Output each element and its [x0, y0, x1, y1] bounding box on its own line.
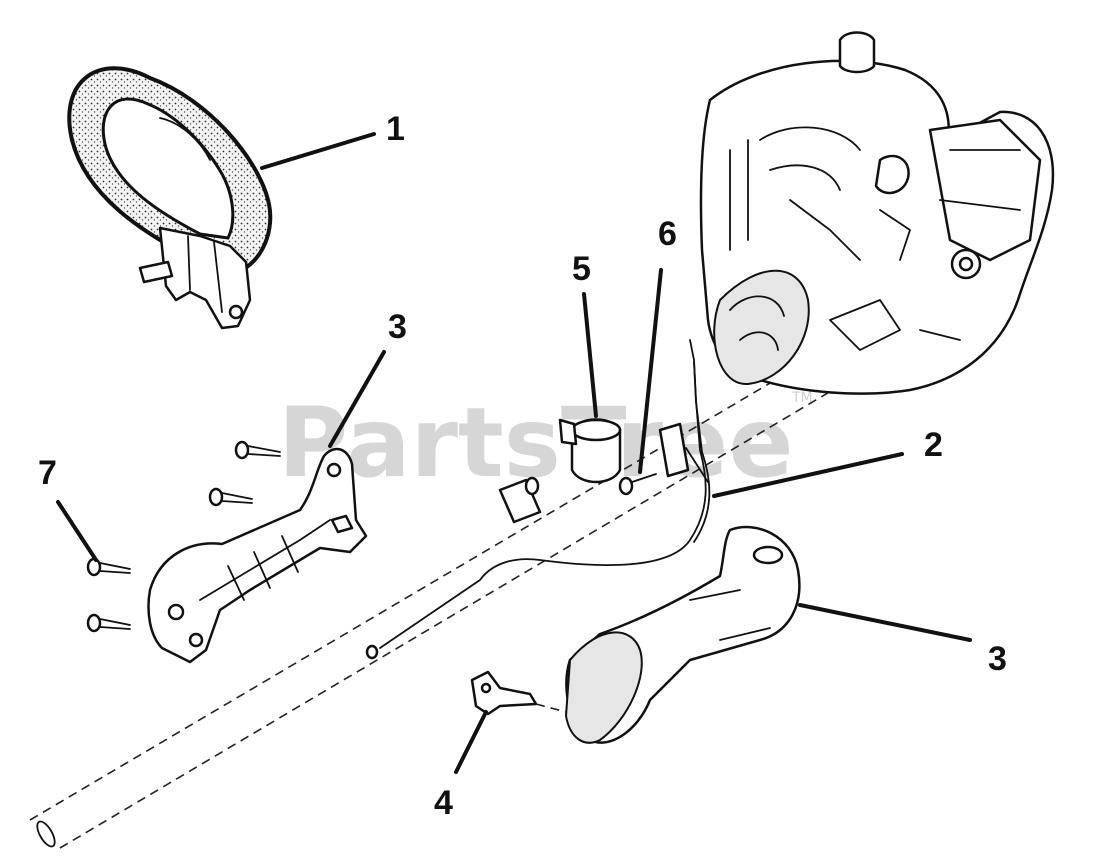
watermark-trademark: TM: [791, 390, 813, 406]
screws-part-7: [86, 440, 281, 633]
callout-4: 4: [434, 784, 453, 822]
leader-3a: [328, 350, 386, 448]
leader-1: [260, 132, 376, 170]
leader-3b: [798, 603, 972, 642]
bail-handle: [67, 66, 273, 330]
callout-2: 2: [924, 426, 943, 464]
screw-3: [86, 557, 131, 577]
callout-labels: 1 2 3 3 4 5 6 7: [38, 110, 1007, 822]
leader-5: [582, 292, 598, 418]
screw-4: [86, 613, 131, 633]
leader-lines: [56, 132, 972, 774]
leader-6: [638, 268, 663, 474]
callout-3-upper: 3: [388, 308, 407, 346]
callout-3-lower: 3: [988, 640, 1007, 678]
callout-5: 5: [572, 250, 591, 288]
shaft: [29, 329, 881, 849]
throttle-trigger: [470, 670, 567, 716]
callout-1: 1: [386, 110, 405, 148]
handle-housing-left: [147, 447, 368, 664]
screw-2: [208, 487, 253, 507]
tube-insert: [498, 476, 542, 524]
throttle-cable: [365, 339, 711, 660]
watermark: PartsTree TM: [278, 387, 813, 499]
leader-2: [712, 452, 904, 498]
engine: [699, 31, 1055, 395]
leader-4: [454, 710, 488, 774]
callout-7: 7: [38, 454, 57, 492]
handle-grip-right: [564, 525, 801, 744]
clamp: [558, 418, 622, 484]
callout-6: 6: [658, 215, 677, 253]
screw-1: [234, 440, 281, 460]
leader-7: [56, 500, 98, 562]
screw-part-6: [618, 473, 657, 496]
